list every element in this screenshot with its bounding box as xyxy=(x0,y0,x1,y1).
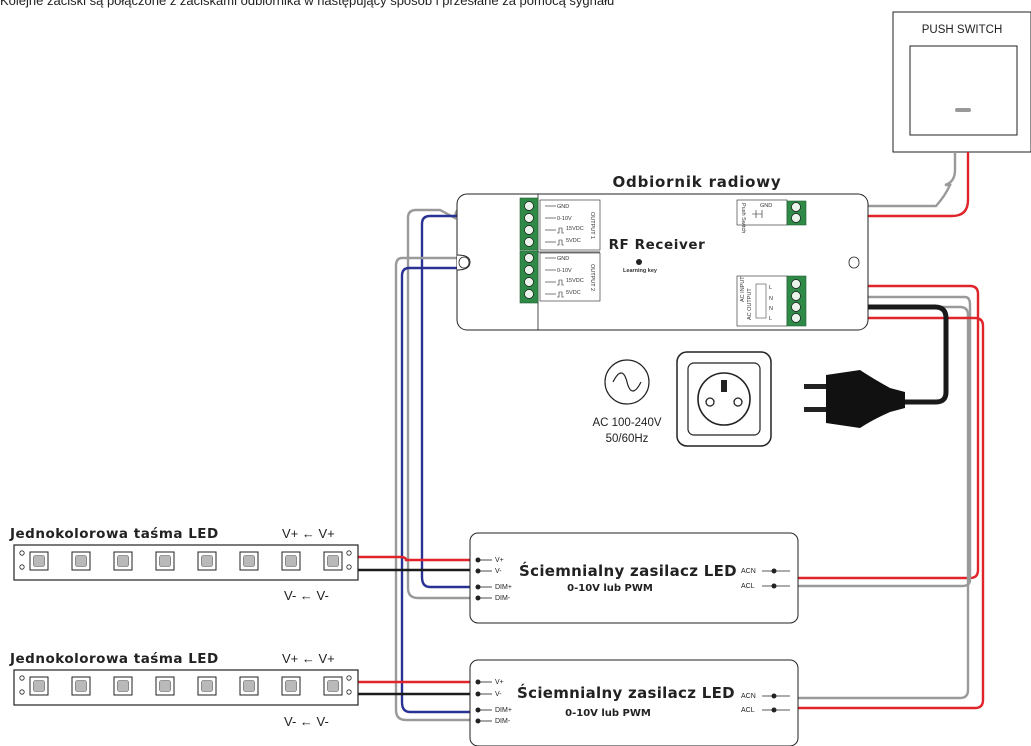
led-chip-lens xyxy=(285,680,297,692)
ac-spec-line2: 50/60Hz xyxy=(606,433,649,445)
out2-pin-15vdc: 15VDC xyxy=(566,278,584,284)
driver-1-subtitle: 0-10V lub PWM xyxy=(567,583,653,594)
strip-2-pad xyxy=(19,675,25,681)
led-chip-lens xyxy=(327,555,339,567)
push-switch-label: PUSH SWITCH xyxy=(922,24,1003,36)
strip-1-title: Jednokolorowa taśma LED xyxy=(9,526,219,542)
driver-1-pin-acl: ACL xyxy=(741,583,755,590)
push-switch-indicator xyxy=(955,108,971,112)
driver-1-pin-acn: ACN xyxy=(741,568,756,575)
driver-1-pin-vminus: V- xyxy=(495,568,502,575)
led-strip-1: Jednokolorowa taśma LED V+ ← V+ V- ← V- xyxy=(9,526,359,603)
driver-2-pin-vminus: V- xyxy=(495,691,502,698)
strip-2-bottom-label: V- ← V- xyxy=(284,714,329,729)
out1-label: OUTPUT 1 xyxy=(589,212,595,239)
led-chip-lens xyxy=(201,555,213,567)
led-chip-lens xyxy=(159,680,171,692)
strip-2-top-label: V+ ← V+ xyxy=(282,651,335,666)
led-chip-lens xyxy=(117,680,129,692)
out2-label: OUTPUT 2 xyxy=(589,264,595,291)
ac-spec-line1: AC 100-240V xyxy=(592,417,661,429)
strip-1-pad xyxy=(346,564,352,570)
ac-pin-1: L xyxy=(769,285,772,291)
driver-2-pin-vplus: V+ xyxy=(495,679,504,686)
ac-input-label: AC INPUT xyxy=(740,276,746,302)
out1-pin-5vdc: 5VDC xyxy=(566,238,581,244)
driver-2-subtitle: 0-10V lub PWM xyxy=(565,708,651,719)
push-gnd-label: GND xyxy=(760,203,772,209)
out1-pin-15vdc: 15VDC xyxy=(566,226,584,232)
strip-1-bottom-label: V- ← V- xyxy=(284,588,329,603)
led-chip-lens xyxy=(75,555,87,567)
led-driver-1: V+ V- DIM+ DIM- Ściemnialny zasilacz LED… xyxy=(469,532,799,624)
top-caption: Kolejne zaciski są połączone z zaciskami… xyxy=(0,0,614,8)
driver-1-title: Ściemnialny zasilacz LED xyxy=(519,561,737,580)
driver-1-pin-dimplus: DIM+ xyxy=(495,584,512,591)
strip-2-pad xyxy=(19,689,25,695)
led-chip-lens xyxy=(285,555,297,567)
led-chip-lens xyxy=(33,555,45,567)
strip-2-pad xyxy=(346,689,352,695)
strip-1-pad xyxy=(19,564,25,570)
out1-pin-gnd: GND xyxy=(557,204,569,210)
driver-2-pin-dimplus: DIM+ xyxy=(495,707,512,714)
wall-socket-icon xyxy=(676,351,772,447)
led-chip-lens xyxy=(327,680,339,692)
ac-pin-2: N xyxy=(769,296,773,302)
strip-1-top-label: V+ ← V+ xyxy=(282,526,335,541)
led-chip-lens xyxy=(243,680,255,692)
out2-pin-010v: 0-10V xyxy=(557,268,572,274)
driver-1-pin-dimminus: DIM- xyxy=(495,595,511,602)
led-strip-2: Jednokolorowa taśma LED V+ ← V+ V- ← V- xyxy=(9,651,359,729)
receiver-title: Odbiornik radiowy xyxy=(612,173,781,191)
push-switch-button xyxy=(909,45,1018,136)
learning-key-dot xyxy=(636,259,642,265)
ac-source: AC 100-240V 50/60Hz xyxy=(592,359,662,445)
driver-2-pin-acn: ACN xyxy=(741,693,756,700)
strip-2-title: Jednokolorowa taśma LED xyxy=(9,651,219,667)
led-chip-lens xyxy=(33,680,45,692)
push-switch: PUSH SWITCH xyxy=(892,11,1031,153)
ac-pin-3: N xyxy=(769,306,773,312)
out2-pin-5vdc: 5VDC xyxy=(566,290,581,296)
led-chip-lens xyxy=(243,555,255,567)
driver-2-pin-acl: ACL xyxy=(741,707,755,714)
led-chip-lens xyxy=(117,555,129,567)
rf-receiver: GND 0-10V 15VDC 5VDC OUTPUT 1 GND 0-10V … xyxy=(456,193,869,331)
strip-1-pad xyxy=(19,550,25,556)
led-chip-lens xyxy=(159,555,171,567)
power-plug-icon xyxy=(804,370,905,428)
ac-pin-4: L xyxy=(769,316,772,322)
learning-key-label: Learning key xyxy=(623,268,658,274)
driver-2-pin-dimminus: DIM- xyxy=(495,718,511,725)
ac-output-label: AC OUTPUT xyxy=(747,288,753,320)
out2-pin-gnd: GND xyxy=(557,256,569,262)
led-chip-lens xyxy=(75,680,87,692)
push-switch-port-label: Push Switch xyxy=(740,203,746,233)
driver-2-title: Ściemnialny zasilacz LED xyxy=(517,683,735,702)
strip-1-pad xyxy=(346,550,352,556)
receiver-name: RF Receiver xyxy=(609,237,706,253)
out1-pin-010v: 0-10V xyxy=(557,216,572,222)
driver-1-pin-vplus: V+ xyxy=(495,557,504,564)
led-driver-2: V+ V- DIM+ DIM- Ściemnialny zasilacz LED… xyxy=(469,659,799,746)
strip-2-pad xyxy=(346,675,352,681)
led-chip-lens xyxy=(201,680,213,692)
